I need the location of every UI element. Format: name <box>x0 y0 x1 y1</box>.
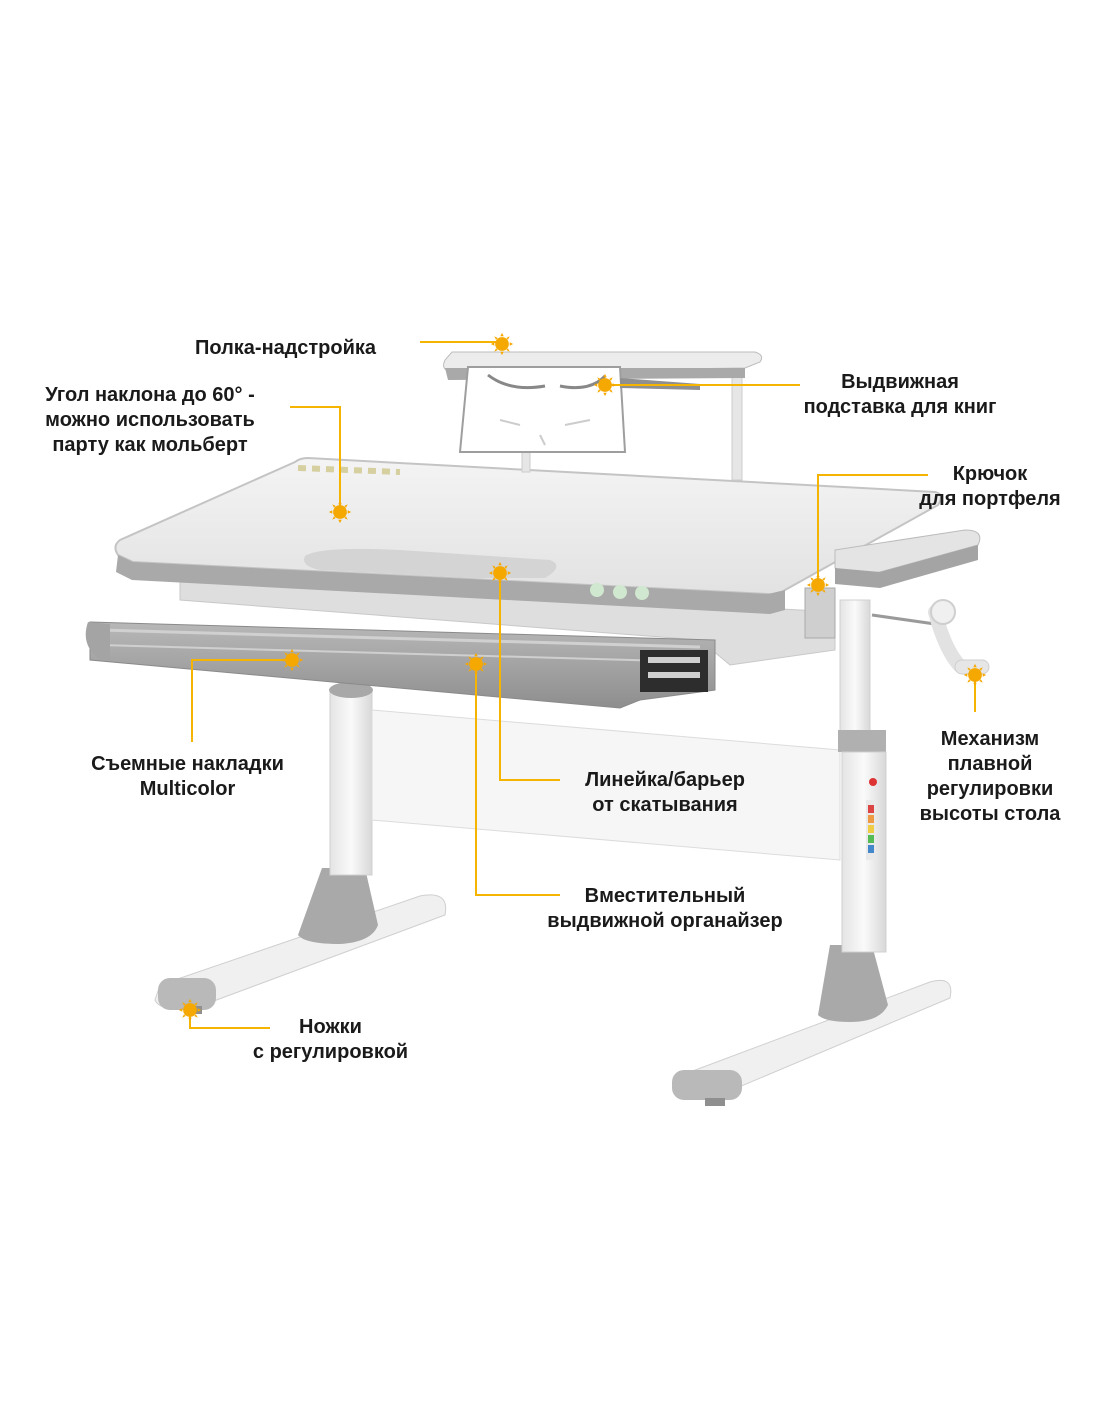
leader-pads <box>191 659 292 742</box>
label-height-mechanism: Механизм плавной регулировки высоты стол… <box>919 728 1061 825</box>
right-leg <box>838 599 887 953</box>
height-crank <box>871 599 990 675</box>
desk-illustration <box>85 351 990 1106</box>
label-tilt-angle: Угол наклона до 60° - можно использовать… <box>45 384 255 456</box>
left-leg <box>329 689 373 876</box>
left-foot <box>154 868 447 1014</box>
desktop-board <box>114 456 942 614</box>
label-ruler-barrier: Линейка/барьер от скатывания <box>585 769 745 816</box>
label-shelf: Полка-надстройка <box>195 337 377 359</box>
drawer <box>85 621 716 709</box>
height-scale <box>866 800 876 860</box>
label-drawer-organizer: Вместительный выдвижной органайзер <box>547 885 783 932</box>
label-book-stand: Выдвижная подставка для книг <box>803 371 997 418</box>
leader-organizer <box>475 665 560 896</box>
label-removable-pads: Съемные накладки Multicolor <box>91 753 284 800</box>
right-foot <box>672 945 952 1106</box>
label-adjustable-feet: Ножки с регулировкой <box>252 1016 409 1063</box>
label-bag-hook: Крючок для портфеля <box>919 463 1061 510</box>
leader-angle <box>290 406 341 510</box>
book-stand <box>458 366 700 453</box>
crossbar <box>371 709 841 861</box>
leader-hook <box>817 474 928 583</box>
leader-ruler <box>499 575 560 781</box>
